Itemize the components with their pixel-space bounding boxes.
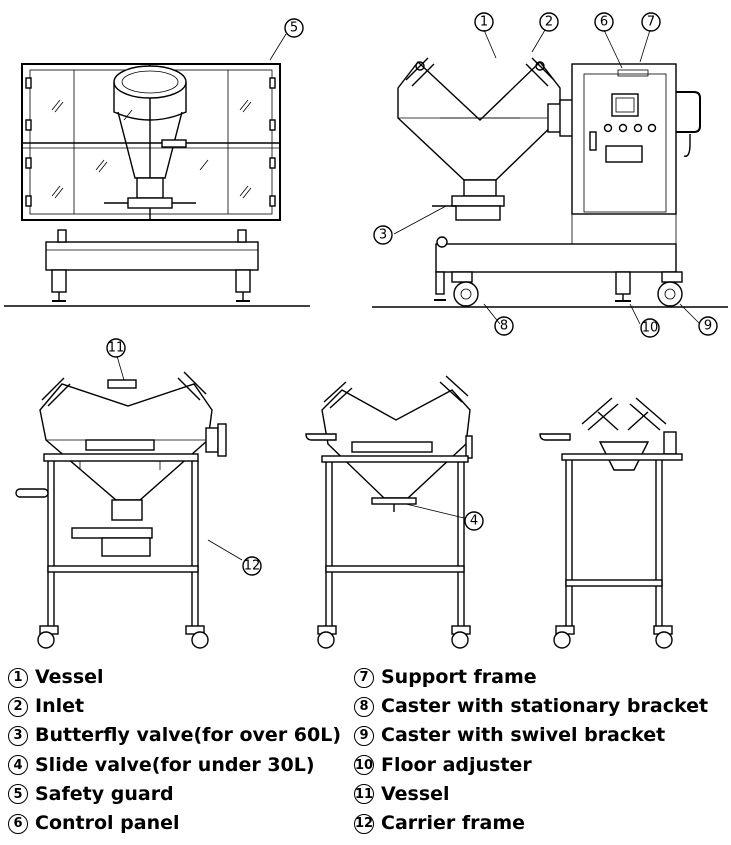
callout-9-number: 9 [704,319,712,334]
legend-number: 2 [8,696,28,717]
legend-number: 12 [354,813,374,834]
callout-4-number: 4 [470,514,478,529]
legend-item: 1 Vessel [8,663,341,692]
legend-number: 4 [8,755,28,776]
callout-9: 9 [698,316,718,336]
legend-number: 7 [354,667,374,688]
legend-label: Vessel [35,666,104,689]
legend-item: 4 Slide valve(for under 30L) [8,751,341,780]
callout-3-number: 3 [379,228,387,243]
legend-item: 7 Support frame [354,663,708,692]
callout-6: 6 [594,12,614,32]
legend-left-column: 1 Vessel 2 Inlet 3 Butterfly valve(for over… [8,663,341,838]
legend-number: 11 [354,784,374,805]
legend-number: 10 [354,755,374,776]
legend-number: 1 [8,667,28,688]
legend-label: Caster with stationary bracket [381,695,709,718]
legend-label: Carrier frame [381,812,526,835]
callout-1-number: 1 [480,15,488,30]
legend-label: Butterfly valve(for over 60L) [35,724,342,747]
callout-1: 1 [474,12,494,32]
legend-number: 8 [354,696,374,717]
callout-11: 11 [106,338,126,358]
callout-12: 12 [242,556,262,576]
cart-view-medium [305,375,473,649]
legend-number: 6 [8,813,28,834]
callout-10-number: 10 [642,321,659,336]
callout-5-number: 5 [290,21,298,36]
callout-11-number: 11 [108,341,125,356]
callout-2: 2 [539,12,559,32]
legend-label: Control panel [35,812,180,835]
legend-label: Slide valve(for under 30L) [35,753,315,776]
legend-item: 11 Vessel [354,780,708,809]
legend-label: Support frame [381,666,537,689]
legend-item: 5 Safety guard [8,780,341,809]
callout-8: 8 [494,316,514,336]
legend-item: 2 Inlet [8,692,341,721]
callout-10: 10 [640,318,660,338]
callout-7-number: 7 [647,15,655,30]
callout-7: 7 [641,12,661,32]
cart-view-large [15,371,227,649]
legend-label: Caster with swivel bracket [381,724,666,747]
legend-number: 5 [8,784,28,805]
legend-label: Safety guard [35,782,174,805]
legend-label: Inlet [35,695,85,718]
legend-label: Floor adjuster [381,753,532,776]
callout-3: 3 [373,225,393,245]
callout-5: 5 [284,18,304,38]
legend-number: 9 [354,725,374,746]
legend-item: 6 Control panel [8,809,341,838]
callout-8-number: 8 [500,319,508,334]
v-blender-drawing: 1 2 6 7 5 3 8 10 9 11 12 4 [4,12,728,649]
legend-item: 9 Caster with swivel bracket [354,721,708,750]
leader-lines [116,29,701,561]
callout-4: 4 [464,511,484,531]
side-view-with-control-panel [372,57,728,308]
front-view-with-guard [4,63,310,307]
legend-item: 8 Caster with stationary bracket [354,692,708,721]
cart-view-small [539,397,683,649]
legend-right-column: 7 Support frame 8 Caster with stationary b… [354,663,708,838]
callout-2-number: 2 [545,15,553,30]
callout-6-number: 6 [600,15,608,30]
legend-item: 10 Floor adjuster [354,751,708,780]
legend-label: Vessel [381,782,450,805]
legend-number: 3 [8,725,28,746]
legend-item: 3 Butterfly valve(for over 60L) [8,721,341,750]
callout-12-number: 12 [244,559,261,574]
legend-item: 12 Carrier frame [354,809,708,838]
